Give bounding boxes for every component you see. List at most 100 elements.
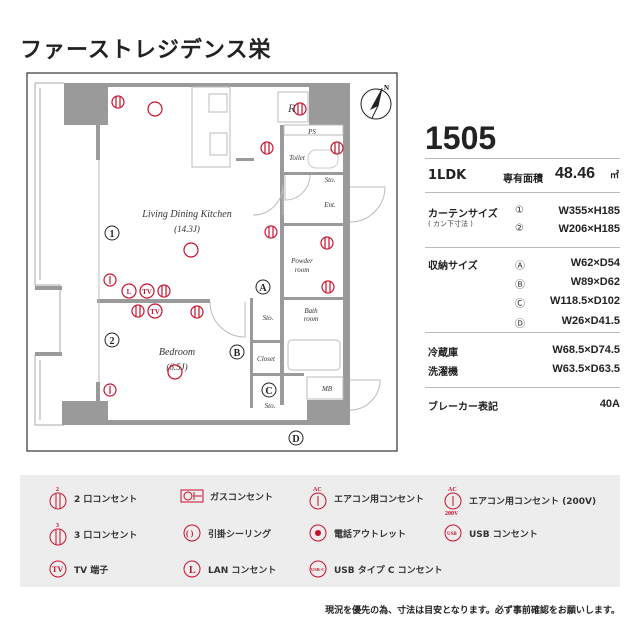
svg-text:L: L bbox=[127, 288, 132, 296]
svg-text:TV: TV bbox=[52, 565, 63, 574]
mb-label: MB bbox=[321, 385, 333, 393]
storage-mark-a: Ⓐ bbox=[515, 261, 525, 272]
svg-text:L: L bbox=[189, 565, 196, 576]
ceiling-hook-icon bbox=[167, 364, 183, 380]
outlet-icon bbox=[320, 236, 334, 250]
outlet-icon bbox=[321, 280, 335, 294]
unit-number: 1505 bbox=[425, 120, 497, 156]
svg-text:room: room bbox=[304, 315, 319, 323]
bathtub bbox=[287, 339, 341, 371]
storage-a-marker: A bbox=[259, 283, 267, 294]
storage-mark-b: Ⓑ bbox=[515, 280, 525, 291]
ceiling-hook-icon: ( ) bbox=[183, 524, 201, 542]
powder-label: Powder bbox=[290, 257, 313, 265]
svg-text:TV: TV bbox=[142, 288, 152, 296]
svg-text:3: 3 bbox=[56, 523, 59, 529]
window-1-marker: 1 bbox=[110, 229, 115, 240]
outlet-icon bbox=[330, 141, 344, 155]
ldk-size: (14.3J) bbox=[174, 224, 200, 234]
sink-icon bbox=[209, 132, 228, 156]
phone-outlet-icon bbox=[309, 524, 327, 542]
area-unit: ㎡ bbox=[610, 171, 620, 181]
washer-value: W63.5×D63.5 bbox=[552, 363, 620, 375]
lan-outlet-icon: L bbox=[183, 560, 201, 578]
gas-outlet-icon bbox=[180, 489, 204, 503]
svg-text:200V: 200V bbox=[445, 511, 459, 515]
outlet-icon bbox=[157, 284, 171, 298]
outlet-markers bbox=[103, 95, 344, 397]
storage-label: 収納サイズ bbox=[428, 261, 478, 272]
refrigerator-label: R bbox=[287, 101, 296, 115]
svg-text:( ): ( ) bbox=[186, 529, 194, 538]
fridge-value: W68.5×D74.5 bbox=[552, 344, 620, 356]
tv-terminal-icon bbox=[147, 303, 163, 319]
ac-outlet-200v-icon: AC 200V bbox=[444, 487, 462, 515]
storage-d-marker: D bbox=[292, 434, 299, 445]
sto-c-label: Sto. bbox=[265, 402, 276, 410]
bedroom-size: (6.5J) bbox=[166, 362, 187, 372]
outlet-icon bbox=[293, 102, 307, 116]
closet-label: Closet bbox=[257, 355, 276, 363]
curtain-value-1: W355×H185 bbox=[558, 205, 620, 217]
washer-label: 洗濯機 bbox=[428, 367, 458, 378]
usb-outlet-icon: USB bbox=[444, 524, 462, 542]
svg-text:AC: AC bbox=[313, 487, 322, 493]
breaker-value: 40A bbox=[599, 398, 620, 410]
ac-outlet-icon: AC bbox=[309, 487, 327, 510]
svg-text:USB: USB bbox=[447, 532, 457, 537]
refrigerator-space bbox=[277, 91, 309, 123]
compass-icon: N bbox=[360, 84, 392, 120]
storage-c-marker: C bbox=[265, 386, 272, 397]
ac-outlet-icon bbox=[103, 383, 117, 397]
legend-item-gas: ガスコンセント bbox=[180, 489, 273, 503]
tv-terminal-icon bbox=[139, 283, 155, 299]
storage-value-c: W118.5×D102 bbox=[549, 295, 620, 307]
curtain-value-2: W206×H185 bbox=[558, 223, 620, 235]
sto-a-label: Sto. bbox=[263, 314, 274, 322]
lan-outlet-icon bbox=[121, 283, 137, 299]
storage-value-d: W26×D41.5 bbox=[561, 315, 620, 327]
svg-text:2: 2 bbox=[56, 487, 59, 493]
property-title: ファーストレジデンス栄 bbox=[20, 38, 272, 63]
storage-mark-c: Ⓒ bbox=[515, 299, 525, 310]
svg-text:USB-C: USB-C bbox=[311, 567, 325, 572]
plan-frame bbox=[26, 72, 398, 452]
bedroom-label: Bedroom bbox=[159, 347, 195, 358]
floor-plan: R Living Dining Kitchen (14.3J) Bedroom … bbox=[26, 72, 398, 452]
svg-text:room: room bbox=[295, 266, 310, 274]
curtain-note: ( カン下寸法 ) bbox=[428, 220, 473, 228]
svg-text:AC: AC bbox=[448, 487, 457, 493]
area-label: 専有面積 bbox=[503, 174, 543, 185]
stove-icon bbox=[208, 93, 228, 113]
svg-text:TV: TV bbox=[150, 308, 160, 316]
ldk-label: Living Dining Kitchen bbox=[141, 209, 231, 220]
outlet-3-icon: 3 bbox=[49, 523, 67, 546]
storage-value-a: W62×D54 bbox=[570, 257, 620, 269]
disclaimer-note: 現況を優先の為、寸法は目安となります。必ず事前確認をお願いします。 bbox=[325, 606, 620, 616]
usb-c-outlet-icon: USB-C bbox=[309, 560, 327, 578]
outlet-icon bbox=[190, 305, 204, 319]
outlet-2-icon: 2 bbox=[49, 487, 67, 510]
kitchen-counter bbox=[191, 86, 231, 168]
outlet-icon bbox=[260, 141, 274, 155]
ps-label: PS bbox=[307, 128, 316, 136]
storage-value-b: W89×D62 bbox=[570, 276, 620, 288]
walls bbox=[62, 83, 350, 425]
curtain-label: カーテンサイズ bbox=[428, 209, 498, 220]
storage-mark-d: Ⓓ bbox=[515, 319, 525, 330]
storage-b-marker: B bbox=[234, 348, 241, 359]
outlet-icon bbox=[264, 225, 278, 239]
area-value: 48.46 bbox=[555, 165, 596, 182]
layout-type: 1LDK bbox=[428, 168, 467, 183]
curtain-mark-1: ① bbox=[515, 205, 524, 216]
bath-label: Bath bbox=[304, 307, 318, 315]
ceiling-hook-icon bbox=[183, 242, 199, 258]
